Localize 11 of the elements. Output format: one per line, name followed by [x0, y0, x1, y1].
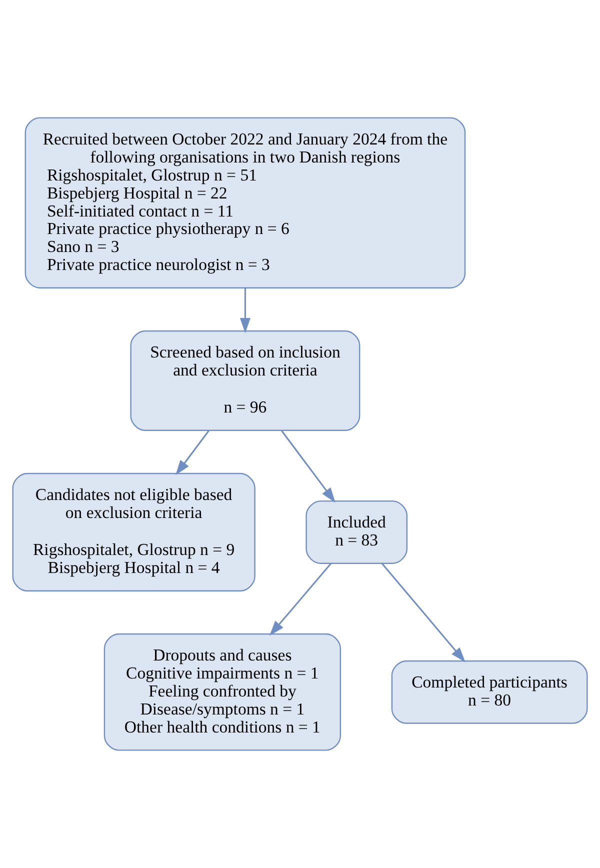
arrow — [240, 288, 250, 334]
node-box: Recruited between October 2022 and January 2024 from the following organisations in two Danish regions Rigshospitalet, Glostrup n = 51 Bispebjerg Hospital n = 22 Self-initiated contact n = 11 Private practice physiotherapy n = 6 Sano n = 3 Private practice neurologist n = 3 — [24, 117, 466, 288]
node-box: Candidates not eligible based on exclusion criteria Rigshospitalet, Glostrup n = 9 Bispebjerg Hospital n = 4 — [12, 472, 256, 592]
arrow — [281, 430, 336, 503]
node-box: Dropouts and causes Cognitive impairments n = 1 Feeling confronted by Disease/symptoms n = 1 Other health conditions n = 1 — [104, 633, 342, 751]
arrow — [176, 430, 210, 476]
node-box: Completed participants n = 80 — [391, 660, 588, 724]
node-box: Screened based on inclusion and exclusion criteria n = 96 — [130, 330, 360, 431]
node-box: Included n = 83 — [306, 500, 408, 564]
arrow — [269, 562, 332, 636]
arrow — [381, 562, 466, 662]
